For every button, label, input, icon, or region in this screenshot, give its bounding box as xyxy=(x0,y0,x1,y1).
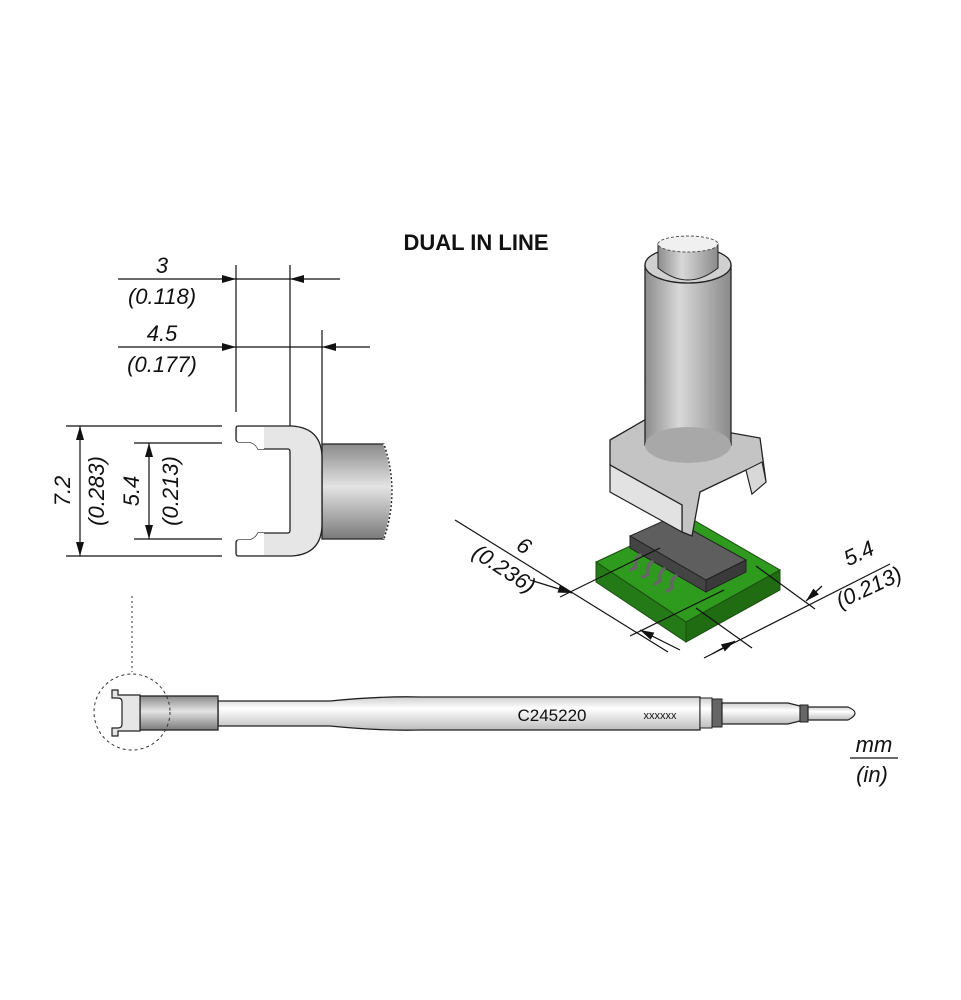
dimension-height-inner: 5.4 (0.213) xyxy=(119,442,222,540)
lot-code: xxxxxx xyxy=(644,710,678,722)
dim-label-mm: 7.2 xyxy=(50,476,75,507)
dim-label-in: (0.118) xyxy=(128,284,196,309)
tip-3d-view: 6 (0.236) 5.4 (0.213) xyxy=(454,235,906,659)
dim-label-in: (0.213) xyxy=(832,561,906,613)
dim-label-mm: 4.5 xyxy=(147,321,178,346)
title: DUAL IN LINE xyxy=(403,230,548,255)
part-number: C245220 xyxy=(517,706,586,725)
dim-label-in: (0.283) xyxy=(84,456,109,526)
dimension-height-outer: 7.2 (0.283) xyxy=(50,425,222,557)
dim-label-in: (0.213) xyxy=(158,456,183,526)
chip-leads xyxy=(629,553,678,593)
dim-label-mm: 5.4 xyxy=(840,535,878,571)
tip-front-view xyxy=(235,425,393,557)
dim-label-mm: 6 xyxy=(512,532,537,560)
tool-side-view: C245220 xxxxxx xyxy=(93,596,856,751)
units-legend: mm (in) xyxy=(850,732,898,787)
dim-label-mm: 3 xyxy=(156,253,169,278)
units-primary: mm xyxy=(856,732,893,757)
units-secondary: (in) xyxy=(856,762,888,787)
dimension-width-inner: 3 (0.118) xyxy=(118,253,340,440)
dimension-width-outer: 4.5 (0.177) xyxy=(118,321,370,446)
dim-label-mm: 5.4 xyxy=(119,476,144,507)
dim-label-in: (0.177) xyxy=(127,352,197,377)
